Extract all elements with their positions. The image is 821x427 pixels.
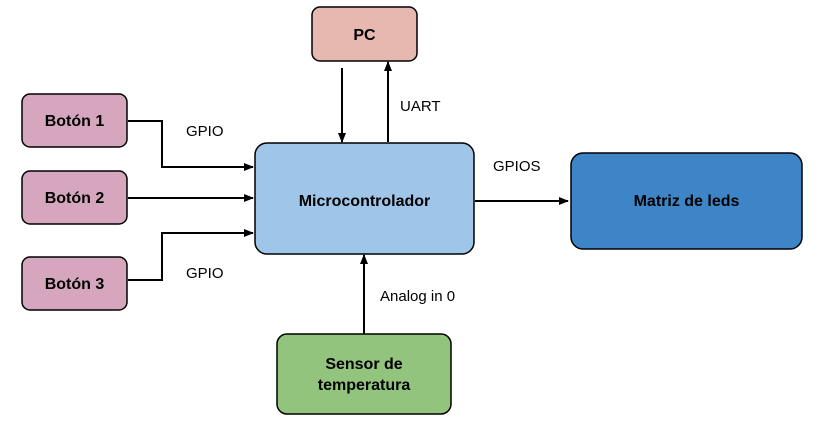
node-boton1-box (21, 93, 128, 148)
node-boton2: Botón 2 (21, 170, 128, 225)
node-boton3-box (21, 256, 128, 311)
edge-boton3-micro (128, 229, 254, 281)
node-matriz-box (570, 152, 803, 250)
node-sensor-label-line1: Sensor de (325, 356, 402, 373)
node-sensor-label-line2: temperatura (318, 377, 411, 394)
node-matriz: Matriz de leds (570, 152, 803, 250)
node-pc-box (311, 6, 418, 62)
node-boton1: Botón 1 (21, 93, 128, 148)
node-micro-box (254, 142, 475, 255)
node-sensor: Sensor de temperatura (276, 333, 452, 415)
edge-label-gpio-bottom: GPIO (186, 265, 224, 282)
node-boton2-box (21, 170, 128, 225)
node-micro-label: Microcontrolador (299, 193, 431, 210)
node-matriz-label: Matriz de leds (634, 193, 740, 210)
node-sensor-box (276, 333, 452, 415)
edge-label-analog: Analog in 0 (380, 288, 455, 305)
node-boton3-label: Botón 3 (45, 276, 105, 293)
connectors (128, 61, 569, 335)
edge-boton1-micro (128, 120, 254, 171)
node-boton3: Botón 3 (21, 256, 128, 311)
edge-label-gpio-top: GPIO (186, 123, 224, 140)
edge-label-uart: UART (400, 98, 441, 115)
node-boton2-label: Botón 2 (45, 190, 105, 207)
node-boton1-label: Botón 1 (45, 113, 105, 130)
node-pc: PC (311, 6, 418, 62)
node-pc-label: PC (353, 27, 376, 44)
node-microcontrolador: Microcontrolador (254, 142, 475, 255)
edge-label-gpios: GPIOS (493, 158, 541, 175)
